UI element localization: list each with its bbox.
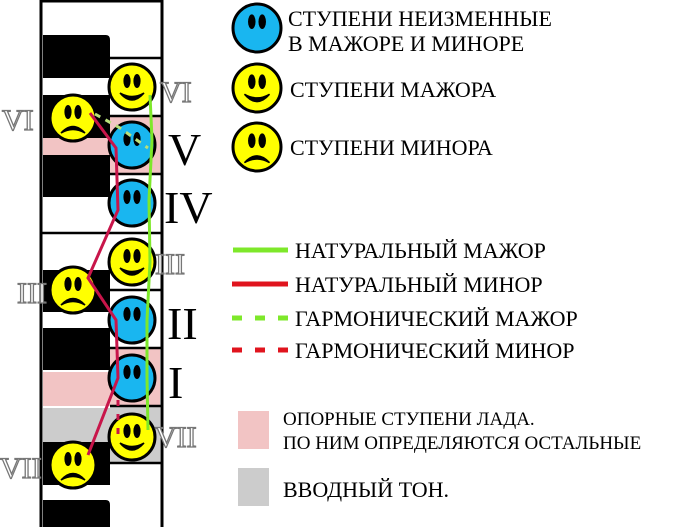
- black-key: [43, 328, 110, 370]
- legend-unchanged-icon: [231, 2, 283, 54]
- legend-harmonic-major: ГАРМОНИЧЕСКИЙ МАЖОР: [295, 306, 578, 331]
- degree-major-vi-label: VI: [160, 76, 192, 109]
- legend-support-line2: ПО НИМ ОПРЕДЕЛЯЮТСЯ ОСТАЛЬНЫЕ: [283, 433, 641, 454]
- minor-vii-face: [48, 440, 98, 490]
- i-face: [107, 353, 157, 403]
- degree-major-iii-label: III: [155, 248, 185, 281]
- major-vii-face: [107, 412, 157, 462]
- v-face: [107, 120, 157, 170]
- legend-unchanged-line2: В МАЖОРЕ И МИНОРЕ: [288, 31, 524, 56]
- legend-leading-tone: ВВОДНЫЙ ТОН.: [283, 477, 449, 502]
- ii-face: [107, 295, 157, 345]
- legend-support-swatch: [238, 411, 269, 449]
- harmonic-major-dashed-line: [94, 112, 149, 150]
- degree-minor-vii-label: VII: [0, 452, 42, 485]
- legend-natural-major: НАТУРАЛЬНЫЙ МАЖОР: [295, 238, 546, 263]
- legend-support-line1: ОПОРНЫЕ СТУПЕНИ ЛАДА.: [283, 409, 535, 430]
- black-key: [43, 500, 110, 527]
- natural-minor-line: [86, 112, 120, 456]
- major-vi-face: [107, 62, 157, 112]
- legend-major-icon: [231, 62, 283, 114]
- degree-iv-label: IV: [164, 182, 213, 233]
- legend-harmonic-minor: ГАРМОНИЧЕСКИЙ МИНОР: [295, 338, 575, 363]
- legend-major: СТУПЕНИ МАЖОРА: [290, 77, 496, 102]
- legend: СТУПЕНИ НЕИЗМЕННЫЕ В МАЖОРЕ И МИНОРЕ СТУ…: [232, 6, 641, 506]
- natural-major-line: [145, 94, 154, 431]
- degree-minor-iii-label: III: [17, 277, 47, 310]
- legend-leading-tone-swatch: [238, 468, 269, 506]
- degree-i-label: I: [168, 357, 183, 408]
- degree-major-vii-label: VII: [155, 421, 197, 454]
- legend-unchanged-line1: СТУПЕНИ НЕИЗМЕННЫЕ: [288, 6, 552, 31]
- major-iii-face: [107, 237, 157, 287]
- black-key: [43, 35, 110, 78]
- support-band-i: [43, 372, 110, 406]
- iv-face: [107, 178, 157, 228]
- degree-ii-label: II: [167, 298, 198, 349]
- legend-minor: СТУПЕНИ МИНОРА: [290, 135, 493, 160]
- black-key: [43, 155, 110, 197]
- legend-minor-icon: [231, 121, 283, 173]
- support-band-v: [43, 138, 110, 155]
- degree-minor-vi-label: VI: [2, 104, 34, 137]
- degree-v-label: V: [168, 124, 201, 175]
- minor-vi-face: [48, 93, 98, 143]
- legend-natural-minor: НАТУРАЛЬНЫЙ МИНОР: [295, 272, 543, 297]
